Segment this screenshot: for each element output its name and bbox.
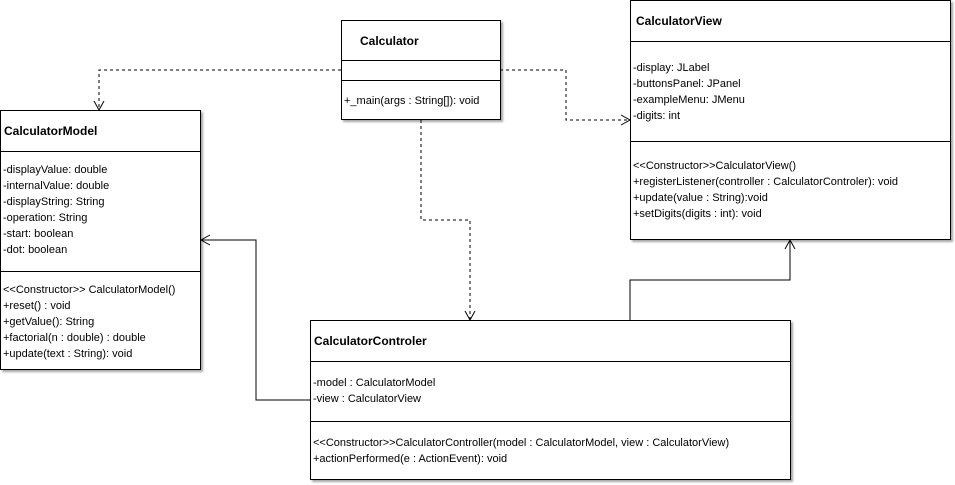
attribute: -displayValue: double bbox=[3, 164, 108, 176]
attributes-section: -model : CalculatorModel -view : Calcula… bbox=[311, 362, 790, 422]
method: +_main(args : String[]): void bbox=[344, 95, 480, 107]
attribute: -operation: String bbox=[3, 212, 88, 224]
class-calculator-model[interactable]: CalculatorModel -displayValue: double -i… bbox=[0, 110, 201, 370]
attribute: -display: JLabel bbox=[633, 62, 710, 74]
class-calculator-controler[interactable]: CalculatorControler -model : CalculatorM… bbox=[310, 320, 791, 480]
attribute: -view : CalculatorView bbox=[313, 393, 422, 405]
method: +reset() : void bbox=[3, 300, 71, 312]
methods-section: <<Constructor>> CalculatorModel() +reset… bbox=[1, 272, 200, 362]
attribute: -displayString: String bbox=[3, 196, 105, 208]
class-name: CalculatorView bbox=[631, 1, 950, 42]
method: +registerListener(controller : Calculato… bbox=[633, 176, 899, 188]
arrowhead-model-association bbox=[199, 234, 211, 246]
class-name: Calculator bbox=[342, 21, 500, 61]
attribute: -exampleMenu: JMenu bbox=[633, 94, 745, 106]
class-name: CalculatorControler bbox=[311, 321, 790, 362]
method: +factorial(n : double) : double bbox=[3, 332, 146, 344]
attributes-section bbox=[342, 61, 500, 81]
attribute: -buttonsPanel: JPanel bbox=[633, 78, 741, 90]
class-name: CalculatorModel bbox=[1, 111, 200, 152]
dependency-calculator-to-view bbox=[500, 69, 630, 121]
method: +getValue(): String bbox=[3, 316, 95, 328]
method: <<Constructor>> CalculatorModel() bbox=[3, 284, 176, 296]
dependency-calculator-to-controler bbox=[420, 120, 471, 320]
attribute: -dot: boolean bbox=[3, 244, 68, 256]
class-calculator[interactable]: Calculator +_main(args : String[]): void bbox=[341, 20, 501, 120]
attribute: -internalValue: double bbox=[3, 180, 110, 192]
class-calculator-view[interactable]: CalculatorView -display: JLabel -buttons… bbox=[630, 0, 951, 240]
method: <<Constructor>>CalculatorController(mode… bbox=[313, 437, 730, 449]
method: +setDigits(digits : int): void bbox=[633, 208, 762, 220]
attributes-section: -displayValue: double -internalValue: do… bbox=[1, 152, 200, 272]
attribute: -start: boolean bbox=[3, 228, 74, 240]
method: +update(value : String):void bbox=[633, 192, 768, 204]
association-controler-to-view bbox=[629, 240, 791, 320]
attribute: -model : CalculatorModel bbox=[313, 377, 436, 389]
association-controler-to-model bbox=[201, 239, 310, 401]
attributes-section: -display: JLabel -buttonsPanel: JPanel -… bbox=[631, 42, 950, 142]
methods-section: <<Constructor>>CalculatorController(mode… bbox=[311, 422, 790, 467]
arrowhead-view-association bbox=[784, 238, 796, 250]
method: +update(text : String): void bbox=[3, 348, 133, 360]
method: +actionPerformed(e : ActionEvent): void bbox=[313, 453, 508, 465]
method: <<Constructor>>CalculatorView() bbox=[633, 160, 797, 172]
methods-section: <<Constructor>>CalculatorView() +registe… bbox=[631, 142, 950, 222]
methods-section: +_main(args : String[]): void bbox=[342, 81, 500, 109]
dependency-calculator-to-model bbox=[98, 69, 341, 110]
attribute: -digits: int bbox=[633, 110, 681, 122]
